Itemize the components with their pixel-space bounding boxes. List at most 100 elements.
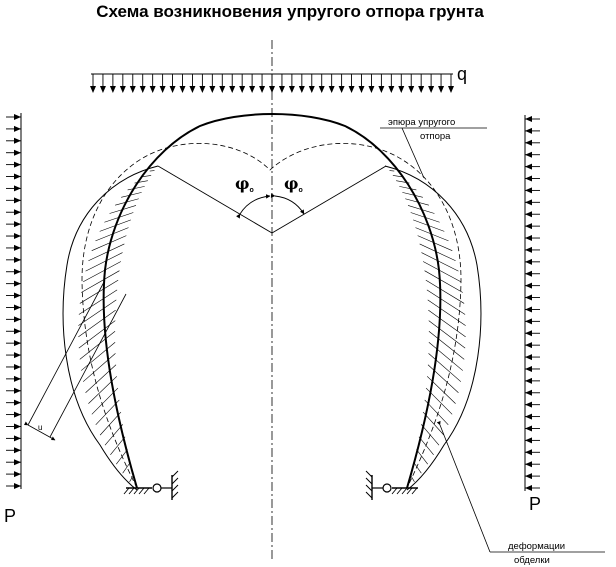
p-arrow-head xyxy=(525,473,532,480)
epure-hatch-line xyxy=(402,192,423,198)
epure-hatch-line xyxy=(149,170,155,172)
diagram-title: Схема возникновения упругого отпора грун… xyxy=(96,2,484,21)
q-arrow-head xyxy=(438,86,445,93)
p-arrow-head xyxy=(14,411,21,418)
p-arrow-head xyxy=(14,399,21,406)
deform-leader: деформации обделки xyxy=(436,420,605,566)
p-arrow-head xyxy=(14,221,21,228)
q-arrow-head xyxy=(109,86,116,93)
support-hatch xyxy=(128,487,135,495)
epure-hatch-line xyxy=(428,309,466,338)
support-hatch xyxy=(406,487,413,495)
p-arrow-head xyxy=(525,163,532,170)
support-hatch xyxy=(138,487,145,495)
left-support xyxy=(123,470,179,500)
epure-hatch-line xyxy=(85,364,117,393)
support-hatch xyxy=(123,487,130,495)
q-arrow-head xyxy=(199,86,206,93)
tunnel-lining xyxy=(102,113,442,489)
epure-hatch-line xyxy=(82,353,116,382)
epure-hatch-line xyxy=(405,198,429,206)
epure-left-contour xyxy=(62,165,159,491)
p-arrow-head xyxy=(14,185,21,192)
epure-hatch-line xyxy=(416,449,428,465)
p-arrow-head xyxy=(525,235,532,242)
p-arrow-head xyxy=(525,258,532,265)
q-arrow-head xyxy=(239,86,246,93)
support-hatch xyxy=(401,487,408,495)
epure-hatch-line xyxy=(392,175,403,178)
epure-hatch-line xyxy=(428,331,465,360)
p-arrow-head xyxy=(525,294,532,301)
p-arrow-head xyxy=(525,413,532,420)
q-arrow-head xyxy=(259,86,266,93)
p-arrow-head xyxy=(525,485,532,491)
p-arrow-head xyxy=(14,256,21,263)
epure-hatch-line xyxy=(422,261,461,282)
epure-leader: эпюра упругого отпора xyxy=(380,117,487,179)
epure-hatch-line xyxy=(427,299,466,326)
epure-hatch-line xyxy=(83,261,122,282)
p-arrow-head xyxy=(14,161,21,168)
p-arrow-head xyxy=(14,328,21,335)
load-p-right-label: P xyxy=(529,494,541,514)
p-arrow-head xyxy=(14,137,21,144)
q-arrow-head xyxy=(249,86,256,93)
p-arrow-head xyxy=(525,199,532,206)
q-arrow-head xyxy=(338,86,345,93)
p-arrow-head xyxy=(525,223,532,230)
support-hatch xyxy=(143,487,150,495)
p-arrow-head xyxy=(14,316,21,323)
epure-hatch-line xyxy=(78,299,117,326)
q-arrow-head xyxy=(408,86,415,93)
epure-hatch-line xyxy=(110,436,126,456)
q-arrow-head xyxy=(139,86,146,93)
p-arrow-head xyxy=(14,149,21,156)
q-arrow-head xyxy=(269,86,275,93)
p-arrow-head xyxy=(525,282,532,289)
p-arrow-head xyxy=(14,173,21,180)
q-arrow-head xyxy=(448,86,454,93)
left-load-p: P xyxy=(4,113,22,526)
q-arrow-head xyxy=(278,86,285,93)
p-arrow-head xyxy=(14,114,21,120)
q-arrow-head xyxy=(298,86,305,93)
epure-hatch-line xyxy=(79,331,116,360)
epure-label-line2: отпора xyxy=(420,131,451,142)
epure-hatch-line xyxy=(413,461,422,474)
q-arrow-head xyxy=(378,86,385,93)
p-arrow-head xyxy=(525,354,532,361)
p-arrow-head xyxy=(14,423,21,430)
q-arrow-head xyxy=(388,86,395,93)
epure-left-hatching xyxy=(78,170,155,482)
epure-hatch-line xyxy=(428,353,462,382)
p-arrow-head xyxy=(14,233,21,240)
q-arrow-head xyxy=(99,86,106,93)
q-arrow-head xyxy=(398,86,405,93)
epure-hatch-line xyxy=(425,279,465,304)
epure-hatch-line xyxy=(141,175,152,178)
p-arrow-head xyxy=(14,471,21,478)
p-arrow-head xyxy=(525,151,532,158)
p-arrow-head xyxy=(525,318,532,325)
angle-arc-right xyxy=(270,193,305,215)
p-arrow-head xyxy=(14,280,21,287)
p-arrow-head xyxy=(525,365,532,372)
p-arrow-head xyxy=(525,437,532,444)
p-arrow-head xyxy=(14,363,21,370)
support-hatch xyxy=(133,487,140,495)
p-arrow-head xyxy=(14,292,21,299)
p-arrow-head xyxy=(14,375,21,382)
q-arrow-head xyxy=(149,86,156,93)
p-arrow-head xyxy=(525,175,532,182)
epure-hatch-line xyxy=(81,270,120,293)
q-arrow-head xyxy=(328,86,335,93)
q-arrow-head xyxy=(119,86,126,93)
q-arrow-head xyxy=(428,86,435,93)
p-arrow-head xyxy=(525,342,532,349)
p-arrow-head xyxy=(525,401,532,408)
top-load-q: q xyxy=(90,64,467,93)
top-load-arrows xyxy=(90,74,454,93)
q-arrow-head xyxy=(169,86,176,93)
